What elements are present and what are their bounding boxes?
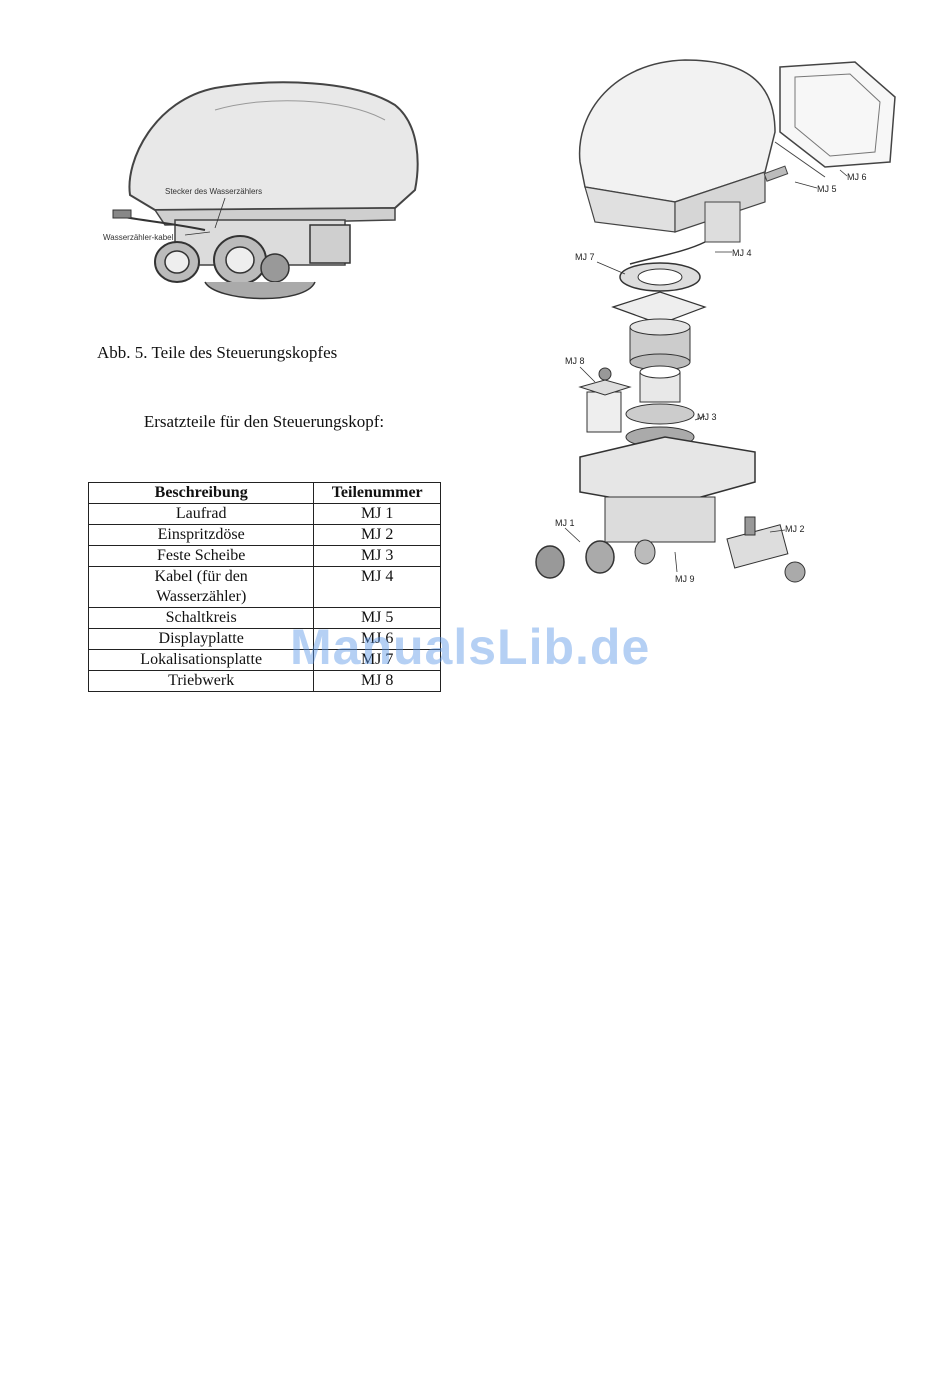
header-description: Beschreibung — [87, 482, 315, 504]
table-row: Lokalisationsplatte MJ 7 — [87, 649, 441, 671]
cell-description: Kabel (für den Wasserzähler) — [87, 566, 315, 608]
cell-part-number: MJ 8 — [313, 670, 441, 692]
table-header-row: Beschreibung Teilenummer — [87, 482, 441, 504]
label-water-meter-plug: Stecker des Wasserzählers — [165, 187, 262, 196]
cell-part-number: MJ 1 — [313, 503, 441, 525]
label-mj2: MJ 2 — [785, 524, 805, 534]
header-part-number: Teilenummer — [313, 482, 441, 504]
label-mj1: MJ 1 — [555, 518, 575, 528]
cell-description: Einspritzdöse — [87, 524, 315, 546]
table-row: Displayplatte MJ 6 — [87, 628, 441, 650]
cell-part-number: MJ 2 — [313, 524, 441, 546]
label-water-meter-cable: Wasserzähler-kabel — [103, 233, 174, 242]
cell-part-number: MJ 5 — [313, 607, 441, 629]
label-mj5: MJ 5 — [817, 184, 837, 194]
exploded-view-drawing: MJ 5 MJ 6 MJ 4 MJ 7 MJ 8 MJ 3 MJ 1 MJ 2 … — [535, 59, 896, 584]
cell-description: Feste Scheibe — [87, 545, 315, 567]
cell-description: Lokalisationsplatte — [87, 649, 315, 671]
cell-description: Triebwerk — [87, 670, 315, 692]
table-row: Laufrad MJ 1 — [87, 503, 441, 525]
figure-caption: Abb. 5. Teile des Steuerungskopfes — [97, 343, 338, 362]
table-row: Schaltkreis MJ 5 — [87, 607, 441, 629]
table-row: Feste Scheibe MJ 3 — [87, 545, 441, 567]
cell-description: Displayplatte — [87, 628, 315, 650]
label-mj8: MJ 8 — [565, 356, 585, 366]
label-mj6: MJ 6 — [847, 172, 867, 182]
cell-part-number: MJ 4 — [313, 566, 441, 608]
cell-part-number: MJ 7 — [313, 649, 441, 671]
cell-part-number: MJ 3 — [313, 545, 441, 567]
label-mj7: MJ 7 — [575, 252, 595, 262]
cell-description: Laufrad — [87, 503, 315, 525]
control-head-drawing: Stecker des Wasserzählers Wasserzähler-k… — [103, 81, 419, 300]
label-mj9: MJ 9 — [675, 574, 695, 584]
cell-description: Schaltkreis — [87, 607, 315, 629]
label-mj3: MJ 3 — [697, 412, 717, 422]
table-title: Ersatzteile für den Steuerungskopf: — [143, 412, 385, 431]
control-head-figure: Stecker des Wasserzählers Wasserzähler-k… — [95, 70, 440, 330]
spare-parts-table: Beschreibung Teilenummer Laufrad MJ 1 Ei… — [87, 482, 441, 692]
table-row: Triebwerk MJ 8 — [87, 670, 441, 692]
table-row: Kabel (für den Wasserzähler) MJ 4 — [87, 566, 441, 608]
cell-part-number: MJ 6 — [313, 628, 441, 650]
label-mj4: MJ 4 — [732, 248, 752, 258]
exploded-view-figure: MJ 5 MJ 6 MJ 4 MJ 7 MJ 8 MJ 3 MJ 1 MJ 2 … — [525, 52, 915, 612]
table-row: Einspritzdöse MJ 2 — [87, 524, 441, 546]
